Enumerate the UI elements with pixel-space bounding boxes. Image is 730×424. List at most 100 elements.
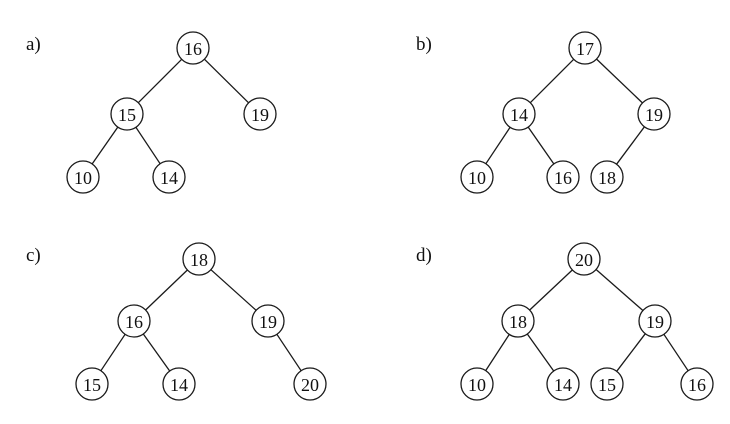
tree-node: 10	[66, 160, 100, 194]
node-value: 18	[509, 312, 527, 332]
node-circle	[590, 367, 624, 401]
tree-edge	[91, 126, 119, 165]
node-value: 10	[468, 375, 486, 395]
node-circle	[590, 160, 624, 194]
node-circle	[182, 242, 216, 276]
tree-node: 19	[637, 97, 671, 131]
node-circle	[638, 304, 672, 338]
tree-nodes: 16 15 19 10 14	[66, 31, 277, 194]
node-circle	[176, 31, 210, 65]
tree-edge	[595, 269, 644, 311]
tree-edge	[616, 333, 646, 372]
tree-edge	[135, 126, 161, 165]
tree-node: 19	[243, 97, 277, 131]
tree-node: 15	[75, 367, 109, 401]
node-value: 15	[83, 375, 101, 395]
node-value: 15	[598, 375, 616, 395]
tree-node: 20	[567, 242, 601, 276]
node-circle	[293, 367, 327, 401]
panel-label-a: a)	[26, 34, 41, 55]
node-value: 14	[160, 168, 178, 188]
node-value: 20	[301, 375, 319, 395]
tree-node: 15	[590, 367, 624, 401]
panel-label-d: d)	[416, 245, 432, 266]
node-circle	[66, 160, 100, 194]
node-circle	[460, 367, 494, 401]
tree-node: 19	[638, 304, 672, 338]
node-value: 14	[510, 105, 528, 125]
tree-edge	[142, 333, 171, 372]
tree-panel-c: c) 18 16 19 15 14 20	[26, 242, 327, 401]
tree-panel-b: b) 17 14 19 10 16 18	[416, 31, 671, 194]
node-circle	[460, 160, 494, 194]
tree-node: 10	[460, 367, 494, 401]
node-value: 14	[554, 375, 572, 395]
node-circle	[567, 242, 601, 276]
node-value: 10	[74, 168, 92, 188]
panel-label-b: b)	[416, 34, 432, 55]
node-circle	[152, 160, 186, 194]
tree-node: 16	[546, 160, 580, 194]
node-circle	[637, 97, 671, 131]
tree-edge	[596, 58, 643, 104]
node-value: 18	[190, 250, 208, 270]
tree-edge	[210, 269, 257, 311]
tree-node: 18	[182, 242, 216, 276]
tree-nodes: 18 16 19 15 14 20	[75, 242, 327, 401]
tree-nodes: 17 14 19 10 16 18	[460, 31, 671, 194]
node-circle	[568, 31, 602, 65]
tree-edge	[526, 333, 555, 372]
tree-panel-d: d) 20 18 19 10 14 15 16	[416, 242, 714, 401]
node-circle	[162, 367, 196, 401]
tree-edges	[485, 269, 689, 372]
panel-label-c: c)	[26, 245, 41, 266]
tree-node: 14	[152, 160, 186, 194]
tree-edge	[100, 333, 126, 372]
tree-edges	[485, 58, 645, 165]
node-value: 14	[170, 375, 188, 395]
node-value: 19	[645, 105, 663, 125]
node-value: 16	[125, 312, 143, 332]
tree-edge	[527, 126, 555, 165]
tree-node: 20	[293, 367, 327, 401]
node-circle	[546, 367, 580, 401]
tree-edge	[616, 126, 645, 165]
node-value: 16	[688, 375, 706, 395]
node-circle	[243, 97, 277, 131]
node-circle	[501, 304, 535, 338]
node-value: 18	[598, 168, 616, 188]
node-circle	[680, 367, 714, 401]
node-value: 19	[259, 312, 277, 332]
node-circle	[251, 304, 285, 338]
node-value: 16	[554, 168, 572, 188]
tree-edge	[663, 333, 689, 372]
tree-edge	[485, 334, 510, 371]
tree-edge	[145, 269, 188, 311]
tree-node: 16	[176, 31, 210, 65]
tree-edges	[91, 58, 250, 165]
node-circle	[110, 97, 144, 131]
tree-edge	[529, 269, 573, 311]
tree-node: 14	[162, 367, 196, 401]
tree-node: 17	[568, 31, 602, 65]
node-circle	[546, 160, 580, 194]
node-value: 16	[184, 39, 202, 59]
node-circle	[117, 304, 151, 338]
tree-edge	[485, 126, 511, 165]
tree-node: 19	[251, 304, 285, 338]
tree-panel-a: a) 16 15 19 10 14	[26, 31, 277, 194]
tree-node: 16	[117, 304, 151, 338]
node-value: 19	[251, 105, 269, 125]
tree-edges	[100, 269, 302, 372]
tree-edge	[529, 58, 575, 104]
tree-edge	[276, 333, 302, 372]
tree-node: 18	[590, 160, 624, 194]
tree-node: 10	[460, 160, 494, 194]
tree-node: 15	[110, 97, 144, 131]
tree-node: 14	[502, 97, 536, 131]
tree-node: 16	[680, 367, 714, 401]
tree-edge	[203, 58, 250, 104]
tree-edge	[137, 58, 183, 104]
tree-nodes: 20 18 19 10 14 15 16	[460, 242, 714, 401]
